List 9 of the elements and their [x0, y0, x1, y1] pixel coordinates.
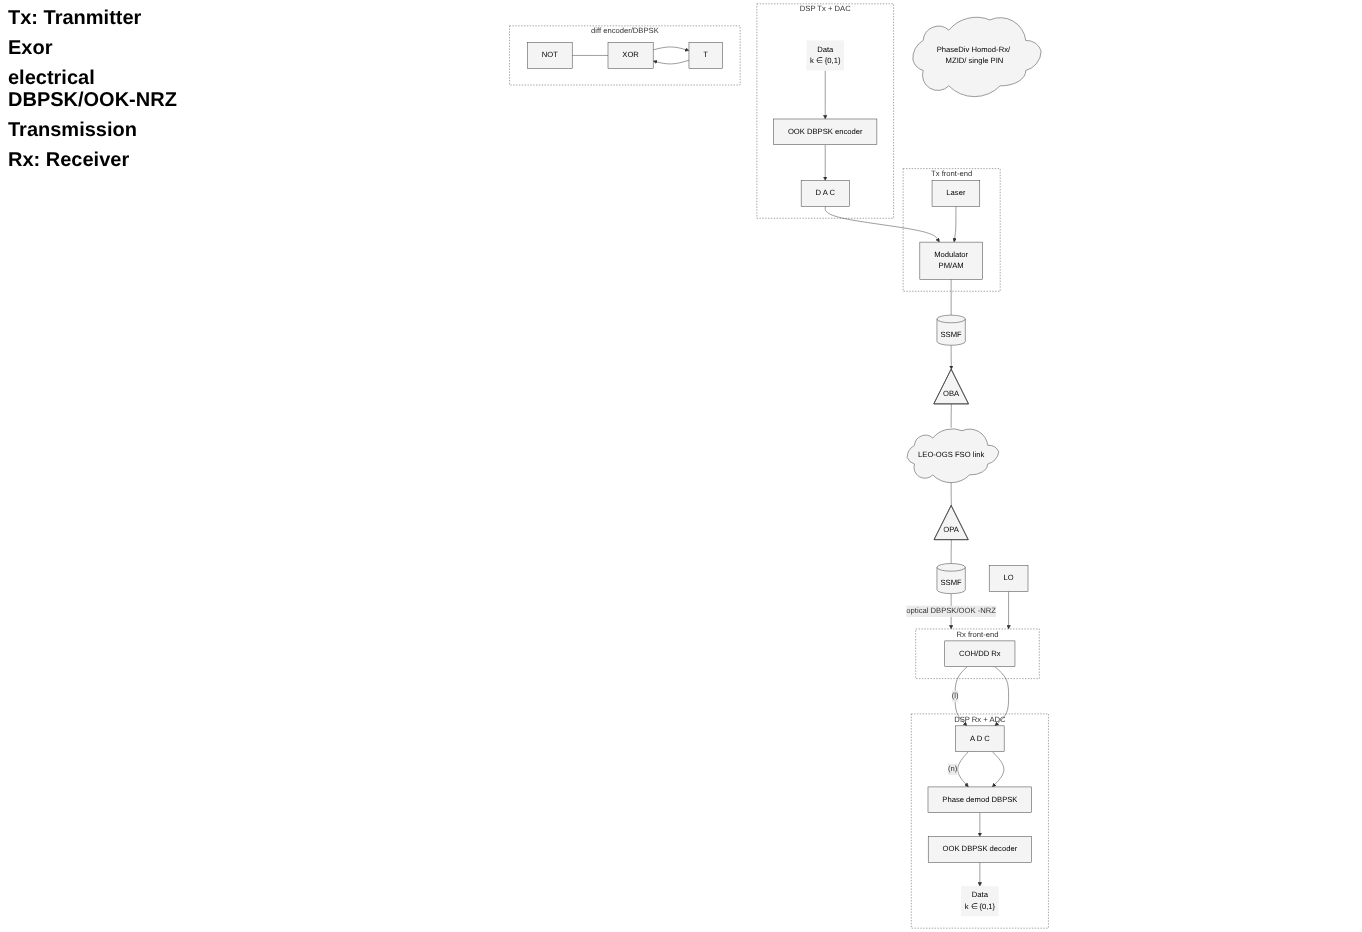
annotation-label: Rx: Receiver: [8, 150, 132, 172]
annotation-label: electrical DBPSK/OOK-NRZ: [8, 68, 179, 112]
connector: [571, 55, 609, 56]
annotation-label: Exor: [8, 38, 55, 60]
annotation-label: Transmission: [8, 120, 139, 142]
connector: [950, 403, 952, 428]
connector: [950, 481, 952, 506]
connector: [950, 539, 952, 564]
annotation-label: Tx: Tranmitter: [8, 8, 144, 30]
